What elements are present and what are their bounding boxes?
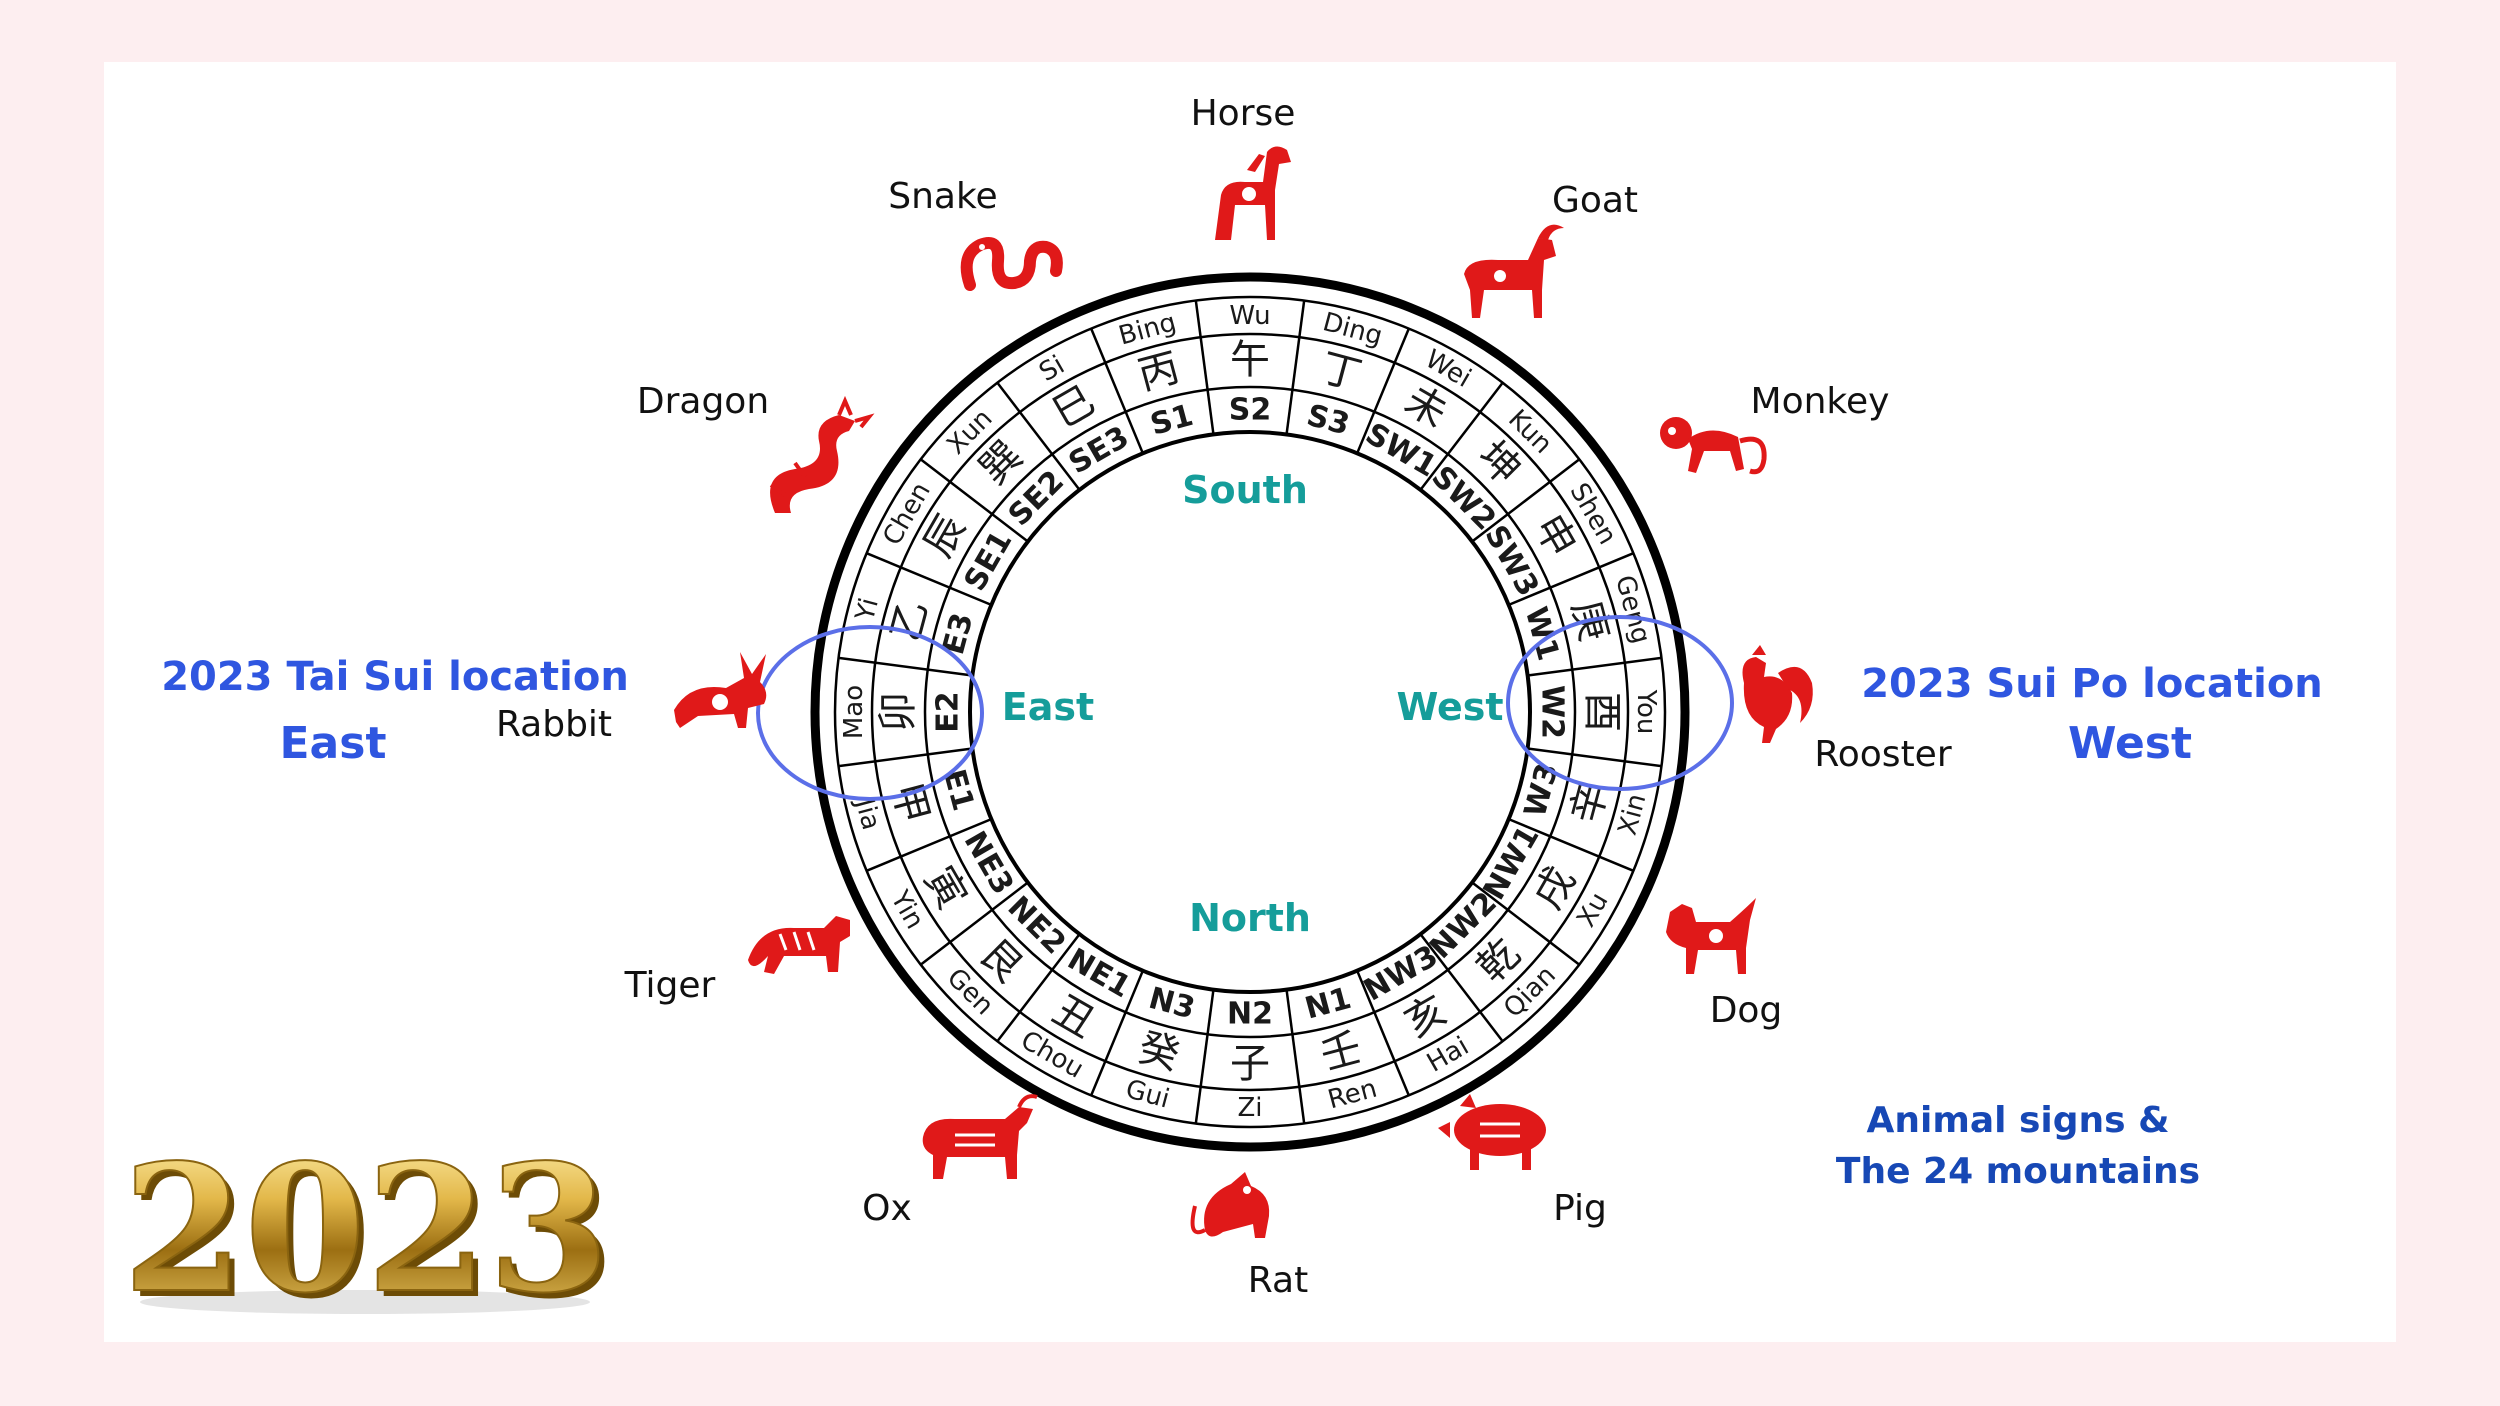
sector-divider xyxy=(1355,970,1410,1096)
monkey-icon xyxy=(1660,417,1767,475)
rooster-icon xyxy=(1742,645,1813,743)
wheel-ring xyxy=(923,385,1577,1039)
mountain-pinyin: Mao xyxy=(839,685,869,739)
sector-divider xyxy=(996,933,1081,1043)
dragon-icon xyxy=(769,395,875,513)
wheel-ring xyxy=(833,295,1667,1129)
dog-icon xyxy=(1666,898,1756,974)
sector-divider xyxy=(1527,656,1662,677)
goat-icon xyxy=(1464,224,1564,318)
animal-label: Rat xyxy=(1248,1260,1308,1301)
sector-divider xyxy=(1285,989,1306,1124)
pig-icon xyxy=(1438,1094,1546,1170)
sector-divider xyxy=(1471,881,1581,966)
direction-east: East xyxy=(1002,685,1094,729)
sector-divider xyxy=(838,656,973,677)
sector-divider xyxy=(919,458,1029,543)
wheel-outer-rim xyxy=(810,272,1690,1152)
animal-label: Snake xyxy=(888,176,997,217)
mountain-pinyin: Wu xyxy=(1229,301,1270,331)
sector-divider xyxy=(1508,552,1634,607)
mountain-character: 子 xyxy=(1230,1041,1270,1087)
animal-label: Goat xyxy=(1552,180,1638,221)
legend-line-1: Animal signs & xyxy=(1866,1100,2169,1141)
tai-sui-title: 2023 Tai Sui location xyxy=(161,654,629,700)
sector-divider xyxy=(1419,933,1504,1043)
rat-icon xyxy=(1190,1172,1270,1238)
direction-west: West xyxy=(1396,685,1503,729)
year-numerals: 2023 xyxy=(122,1127,609,1332)
snake-icon xyxy=(960,237,1063,291)
mountain-code: N2 xyxy=(1227,997,1273,1032)
sector-divider xyxy=(1419,381,1504,491)
direction-south: South xyxy=(1182,468,1308,512)
sector-divider xyxy=(1355,328,1410,454)
mountain-code: E2 xyxy=(931,691,966,732)
mountain-character: 午 xyxy=(1230,337,1270,383)
year-shadow xyxy=(140,1290,590,1314)
sector-divider xyxy=(838,747,973,768)
sui-po-title: 2023 Sui Po location xyxy=(1861,661,2323,707)
mountain-code: S2 xyxy=(1229,393,1271,428)
animal-label: Tiger xyxy=(624,965,716,1006)
tiger-icon xyxy=(748,916,850,974)
ox-icon xyxy=(922,1094,1038,1179)
tai-sui-direction: East xyxy=(280,718,387,769)
direction-north: North xyxy=(1189,896,1311,940)
sui-po-direction: West xyxy=(2068,718,2192,769)
animal-label: Horse xyxy=(1191,93,1296,134)
rabbit-icon xyxy=(674,652,767,728)
year-3d-shadow: 2023 xyxy=(128,1133,615,1338)
sector-divider xyxy=(1527,747,1662,768)
sui-po-highlight-oval xyxy=(1506,615,1734,791)
sector-divider xyxy=(1194,300,1215,435)
animal-label: Dog xyxy=(1710,990,1783,1031)
sector-divider xyxy=(1090,328,1145,454)
wheel-ring xyxy=(870,332,1630,1092)
sector-divider xyxy=(1090,970,1145,1096)
sector-divider xyxy=(1471,458,1581,543)
mountain-code: W2 xyxy=(1535,685,1570,739)
wheel-ring xyxy=(968,430,1532,994)
animal-label: Dragon xyxy=(637,381,769,422)
animal-label: Rooster xyxy=(1814,734,1951,775)
sector-divider xyxy=(1285,300,1306,435)
mountain-pinyin: You xyxy=(1631,689,1661,735)
horse-icon xyxy=(1215,146,1291,240)
legend-line-2: The 24 mountains xyxy=(1836,1151,2200,1192)
sector-divider xyxy=(1508,817,1634,872)
animal-label: Pig xyxy=(1553,1188,1607,1229)
mountain-character: 卯 xyxy=(875,692,921,732)
tai-sui-highlight-oval xyxy=(756,625,984,801)
sector-divider xyxy=(866,552,992,607)
sector-divider xyxy=(866,817,992,872)
sector-divider xyxy=(996,381,1081,491)
sector-divider xyxy=(919,881,1029,966)
animal-label: Ox xyxy=(862,1188,912,1229)
mountain-pinyin: Zi xyxy=(1237,1093,1262,1123)
mountain-character: 酉 xyxy=(1579,692,1625,732)
sector-divider xyxy=(1194,989,1215,1124)
animal-label: Rabbit xyxy=(496,704,612,745)
animal-label: Monkey xyxy=(1751,381,1890,422)
